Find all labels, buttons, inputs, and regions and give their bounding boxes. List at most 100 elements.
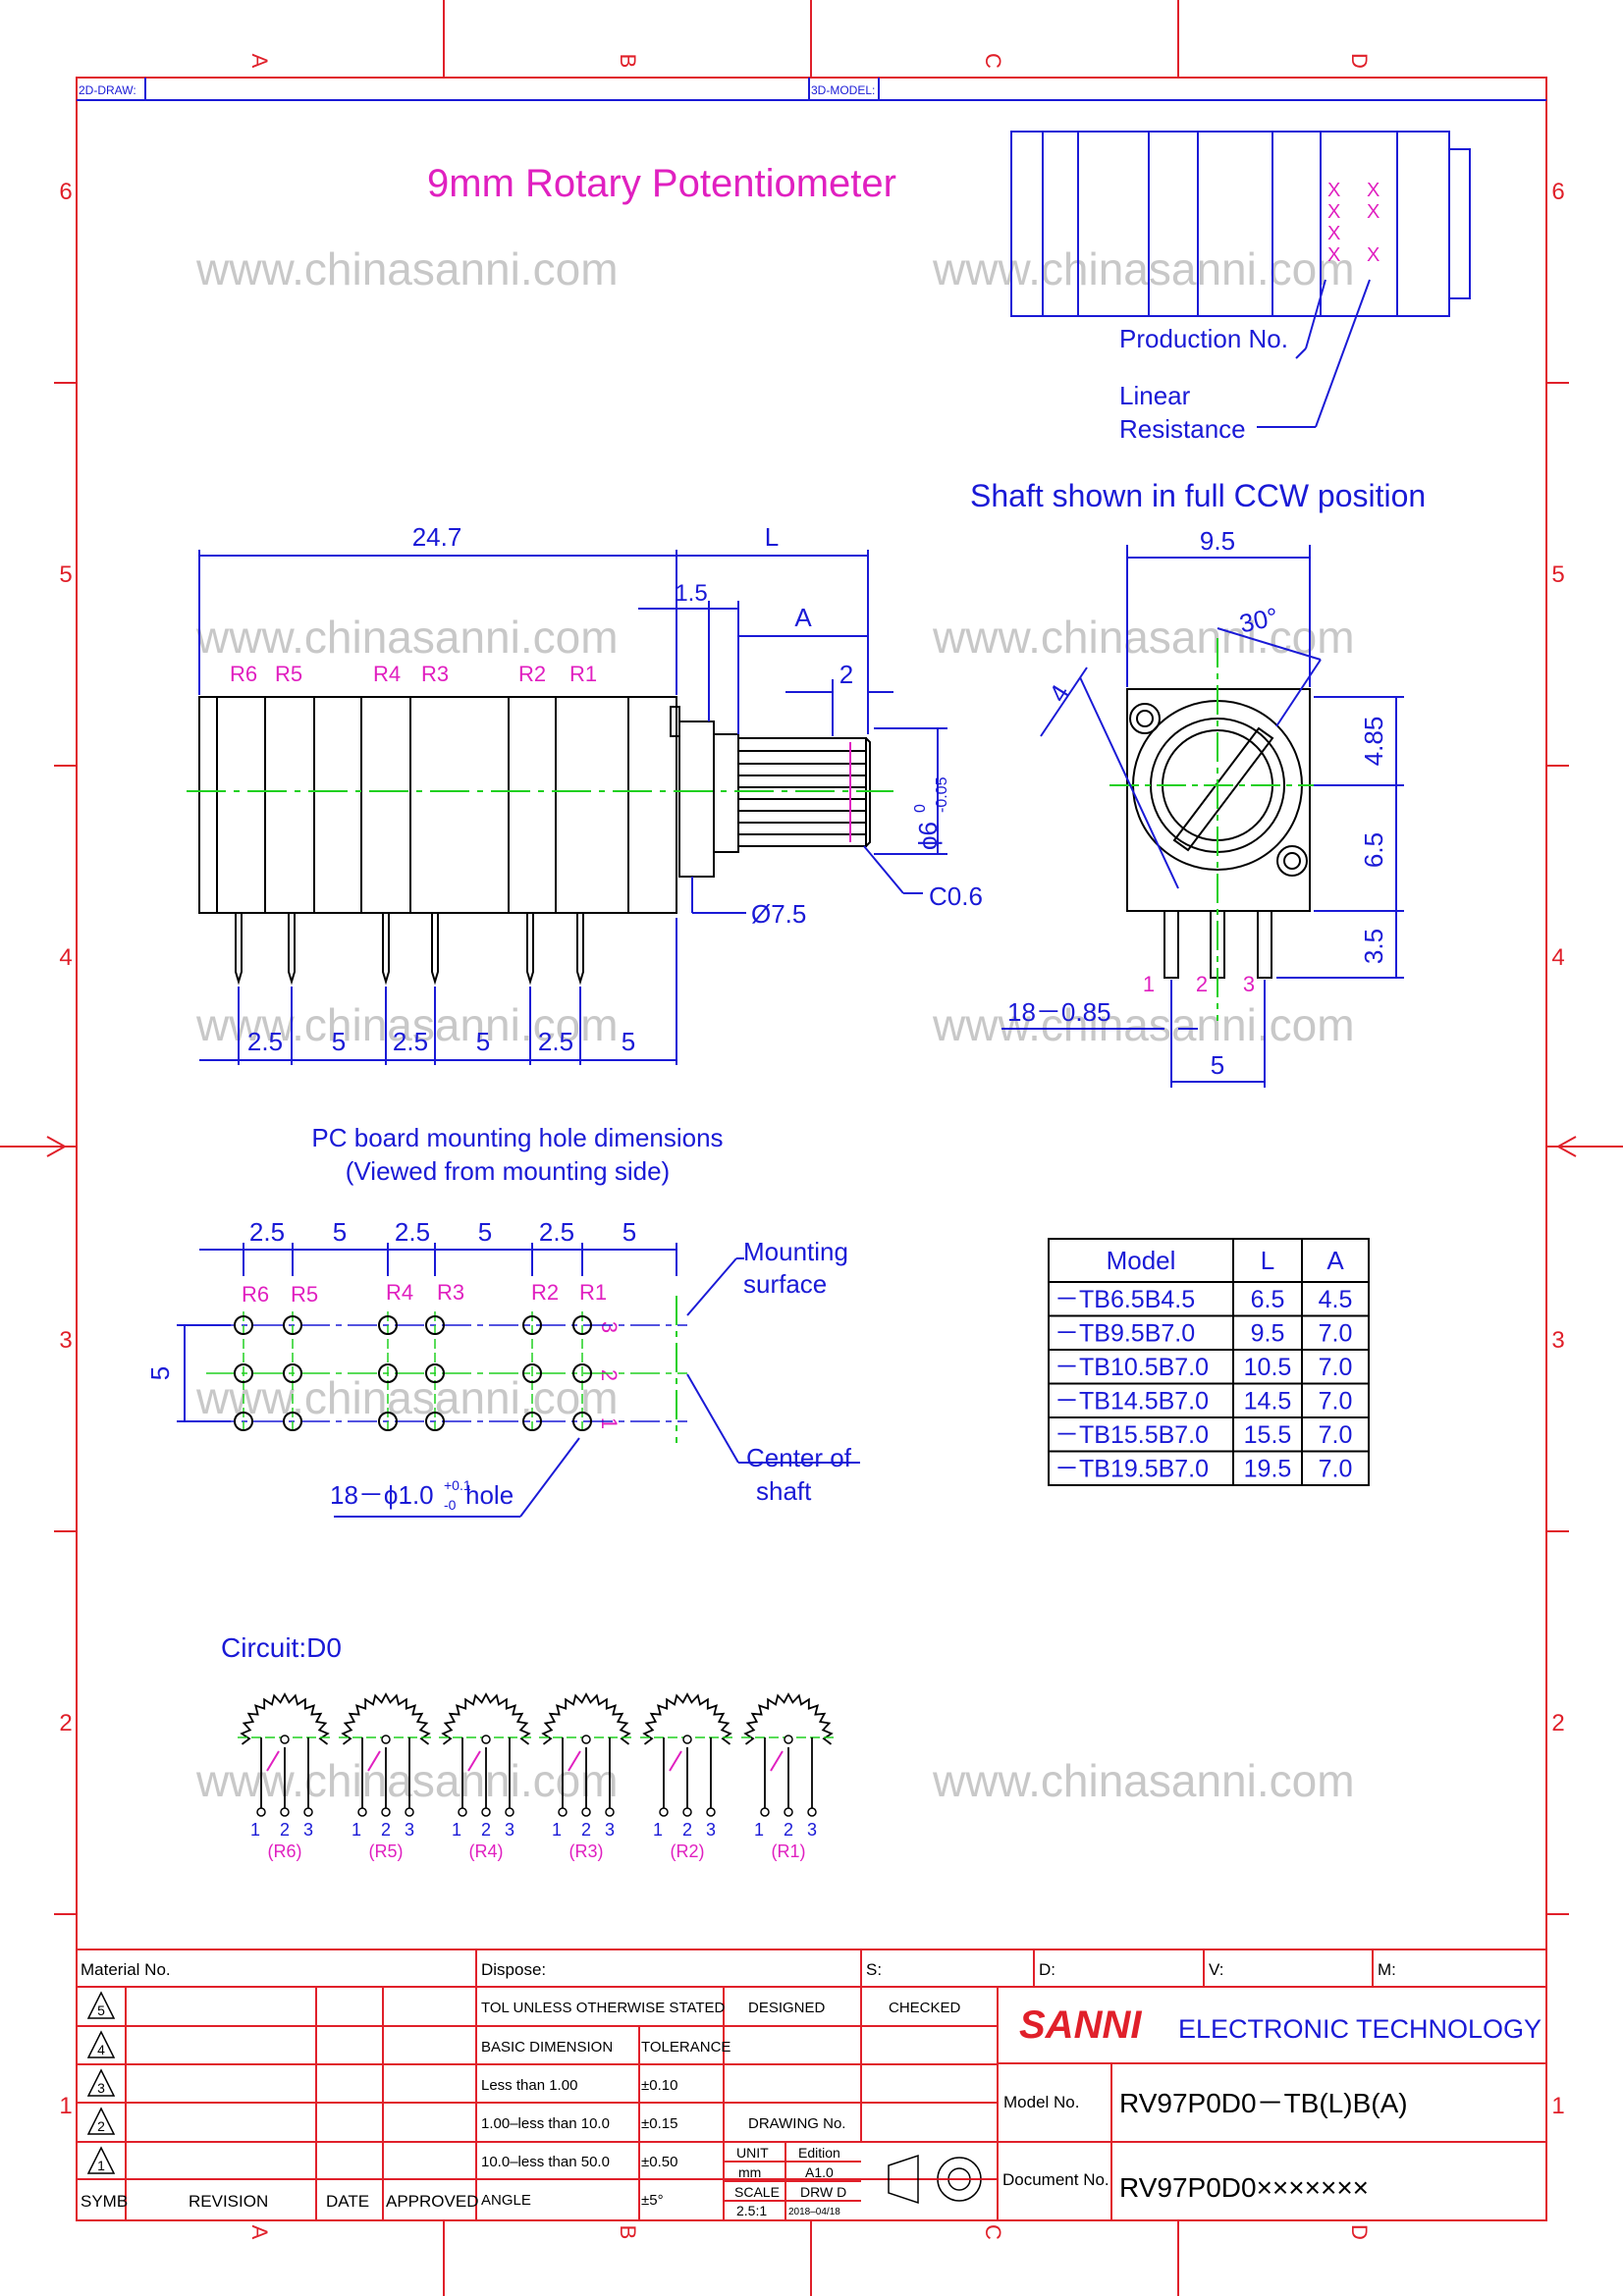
- s-label: S:: [866, 1960, 882, 1979]
- dia-shaft-sub: -0.05: [934, 776, 950, 813]
- revision-number: 5: [97, 2002, 105, 2018]
- table-cell-L: 10.5: [1244, 1354, 1292, 1381]
- frame-col-label: D: [1347, 2224, 1372, 2240]
- drw-label: DRW D: [800, 2184, 846, 2200]
- pcb-hole: [522, 1412, 542, 1431]
- dia-shaft: ϕ6 0 -0.05: [912, 776, 950, 850]
- circuit-unit-label: (R1): [772, 1842, 806, 1861]
- frame-col-label: A: [247, 2225, 272, 2240]
- pcb-pin-number: 2: [597, 1369, 622, 1381]
- circuit-pin-label: 1: [754, 1820, 764, 1840]
- frame-row-label: 4: [1551, 944, 1564, 971]
- designed-label: DESIGNED: [748, 2000, 826, 2016]
- revision-triangles: [86, 1991, 116, 2174]
- draw-2d-label: 2D-DRAW:: [79, 83, 136, 97]
- table-header: L: [1261, 1246, 1274, 1275]
- resistor-label: R2: [518, 662, 546, 686]
- circuit-pin-label: 3: [706, 1820, 716, 1840]
- title-block-text: Material No. Dispose: S: D: V: M: SYMB R…: [81, 1960, 1396, 2218]
- unit-label: UNIT: [736, 2145, 769, 2161]
- pcb-resistor-label: R5: [291, 1282, 318, 1307]
- frame-col-label: D: [1347, 53, 1372, 69]
- table-cell-A: 7.0: [1319, 1456, 1353, 1483]
- side-pitch-labels: 2.5 5 2.5 5 2.5 5: [247, 1027, 635, 1056]
- pcb-hole: [378, 1363, 398, 1383]
- scale-label: SCALE: [734, 2184, 780, 2200]
- d-label: D:: [1039, 1960, 1055, 1979]
- drawing-no-label: DRAWING No.: [748, 2115, 845, 2132]
- pitch-label: 2.5: [393, 1027, 428, 1056]
- circuit-pin-label: 1: [452, 1820, 461, 1840]
- circuit-pin-label: 3: [505, 1820, 514, 1840]
- circuit-pin-label: 2: [381, 1820, 391, 1840]
- approved-label: APPROVED: [386, 2192, 478, 2211]
- top-view-marks: X X X X X X X: [1327, 180, 1380, 266]
- frame-row-label: 6: [59, 179, 72, 205]
- circuit-pin-label: 1: [250, 1820, 260, 1840]
- watermark-text: www.chinasanni.com: [932, 1755, 1355, 1806]
- frame-row-label: 6: [1551, 179, 1564, 205]
- revision-number: 4: [97, 2042, 105, 2057]
- pcb-resistor-label: R2: [531, 1280, 559, 1305]
- pcb-hole: [425, 1315, 445, 1335]
- date-value: 2018–04/18: [788, 2207, 840, 2217]
- dim-A: A: [794, 603, 812, 632]
- hole-tol-plus: +0.1: [444, 1477, 471, 1493]
- model-no-value: RV97P0D0－TB(L)B(A): [1119, 2088, 1408, 2118]
- table-cell-L: 19.5: [1244, 1456, 1292, 1483]
- pcb-resistor-label: R1: [579, 1280, 607, 1305]
- table-cell-A: 7.0: [1319, 1388, 1353, 1415]
- center-of-shaft-2: shaft: [756, 1476, 812, 1506]
- resistor-label: R5: [275, 662, 302, 686]
- projection-symbol-icon: [888, 2154, 988, 2205]
- pcb-hole: [572, 1412, 592, 1431]
- table-cell-L: 15.5: [1244, 1421, 1292, 1449]
- pitch-label: 2.5: [247, 1027, 283, 1056]
- pcb-title-2: (Viewed from mounting side): [346, 1156, 670, 1186]
- tol-header: TOL UNLESS OTHERWISE STATED: [481, 2000, 726, 2016]
- side-dimensions: [198, 550, 947, 1065]
- pin-spec-label: 18－0.85: [1007, 997, 1111, 1027]
- resistor-label: R6: [230, 662, 257, 686]
- revision-label: REVISION: [189, 2192, 268, 2211]
- pcb-dimensions: [177, 1243, 860, 1518]
- tol-range: Less than 1.00: [481, 2077, 577, 2094]
- resistor-label: R1: [569, 662, 597, 686]
- pcb-hole: [572, 1315, 592, 1335]
- pcb-pin-number: 3: [597, 1321, 622, 1333]
- frame-col-labels: A B C D A B C D: [247, 53, 1372, 2240]
- watermark-text: www.chinasanni.com: [195, 1755, 619, 1806]
- watermark-text: www.chinasanni.com: [195, 1372, 619, 1423]
- circuit-unit-label: (R2): [671, 1842, 705, 1861]
- table-cell-A: 4.5: [1319, 1286, 1353, 1313]
- production-mark: X: [1367, 244, 1380, 266]
- hole-suffix: hole: [465, 1480, 514, 1510]
- side-pins: [235, 913, 584, 986]
- pin-number: 3: [1243, 972, 1255, 996]
- production-mark: X: [1327, 180, 1340, 201]
- basic-dimension-label: BASIC DIMENSION: [481, 2039, 613, 2056]
- dim-6-5: 6.5: [1359, 832, 1388, 868]
- revision-triangle: [86, 2146, 116, 2174]
- circuit-pin-label: 1: [653, 1820, 663, 1840]
- dia-shaft-label: ϕ6: [913, 822, 943, 850]
- circuit-pin-label: 3: [807, 1820, 817, 1840]
- page-title: 9mm Rotary Potentiometer: [427, 162, 896, 205]
- pcb-row-height: 5: [145, 1366, 175, 1380]
- circuit-pin-label: 2: [784, 1820, 793, 1840]
- model-3d-label: 3D-MODEL:: [811, 83, 875, 97]
- pitch-label: 5: [622, 1027, 635, 1056]
- hole-tol-minus: -0: [444, 1497, 457, 1513]
- pcb-pin-numbers: 3 2 1: [597, 1321, 622, 1429]
- pcb-pin-number: 1: [597, 1417, 622, 1429]
- pcb-resistor-labels: R6 R5 R4 R3 R2 R1: [242, 1280, 607, 1307]
- watermark-text: www.chinasanni.com: [932, 612, 1355, 663]
- pin-number: 1: [1143, 972, 1155, 996]
